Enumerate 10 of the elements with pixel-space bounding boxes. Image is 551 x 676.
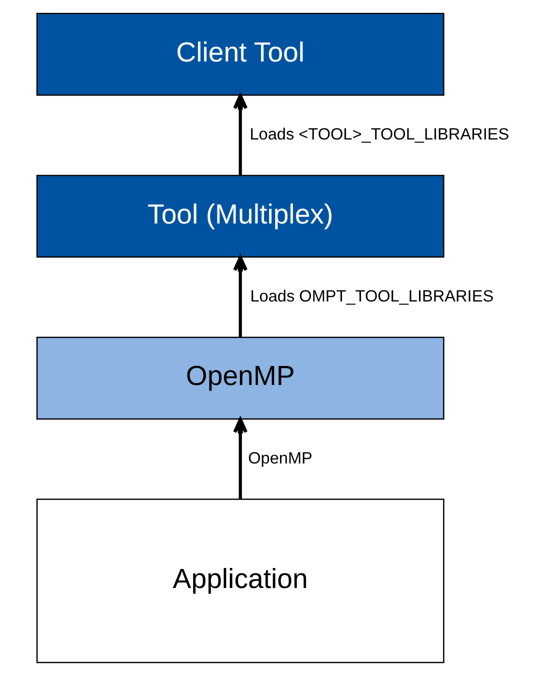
edge-label: Loads OMPT_TOOL_LIBRARIES [250, 287, 494, 306]
node-box: Application [36, 498, 444, 664]
edge-label: OpenMP [248, 449, 312, 468]
arrow [233, 418, 248, 499]
arrow [233, 256, 248, 338]
node-box: Client Tool [36, 12, 444, 96]
node-box: OpenMP [36, 336, 444, 420]
edge-label: Loads <TOOL>_TOOL_LIBRARIES [250, 126, 510, 144]
node-box: Tool (Multiplex) [36, 174, 444, 258]
arrow [233, 94, 248, 176]
